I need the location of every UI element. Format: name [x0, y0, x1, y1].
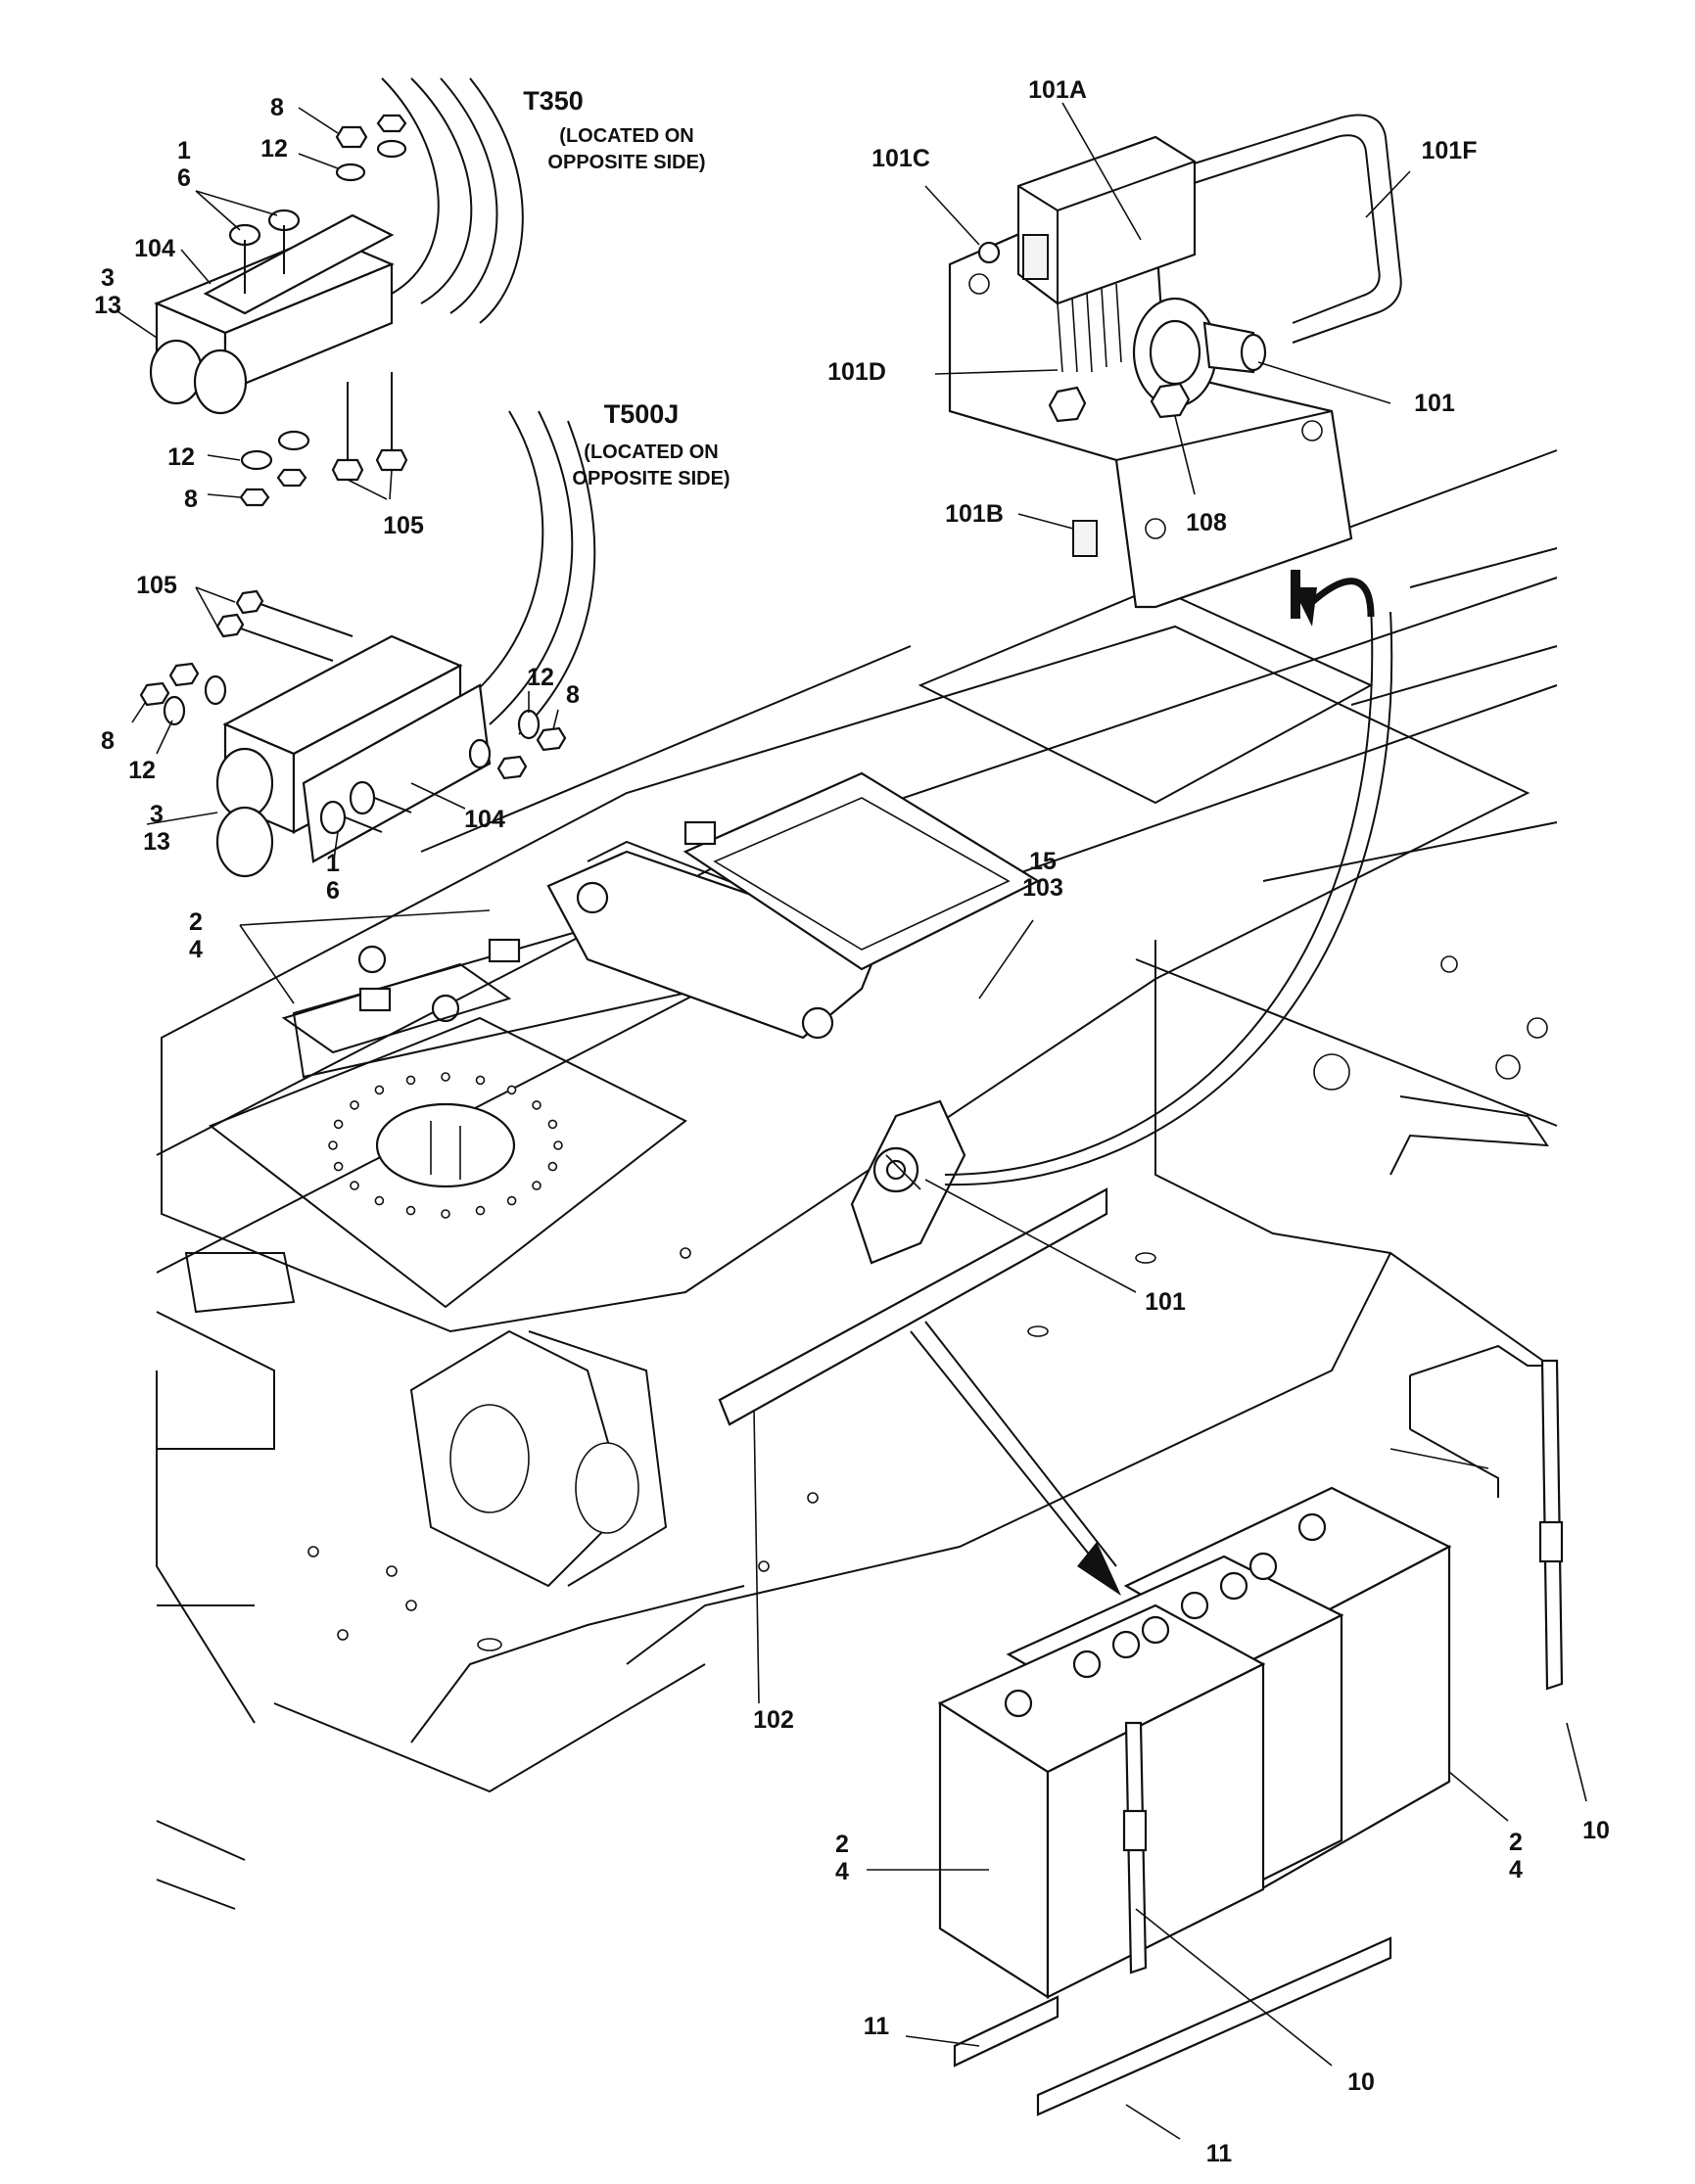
callout-3: 3 [150, 801, 164, 828]
chassis-frame [156, 449, 1558, 1910]
callout-8: 8 [566, 681, 580, 709]
callout-2: 2 [1509, 1829, 1523, 1856]
callout-101D: 101D [827, 358, 886, 386]
callout-1: 1 [177, 137, 191, 164]
callout-10: 10 [1582, 1817, 1610, 1844]
callout-13: 13 [94, 292, 121, 319]
callout-101C: 101C [871, 145, 930, 172]
callout-1: 1 [326, 850, 340, 877]
t350-assembly [117, 77, 524, 507]
turntable-hole [441, 1072, 450, 1082]
disconnect-switch-mount [850, 1099, 966, 1265]
callout-8: 8 [101, 727, 115, 755]
callout-2: 2 [189, 908, 203, 936]
callout-108: 108 [1186, 509, 1227, 536]
callout-4: 4 [835, 1858, 849, 1885]
bar-102 [718, 1187, 1108, 1426]
callout-101: 101 [1414, 390, 1455, 417]
callout-15: 15 [1029, 848, 1057, 875]
turntable-hole [532, 1181, 541, 1190]
t500j-note-1: (LOCATED ON [584, 441, 718, 463]
callout-3: 3 [101, 264, 115, 292]
turntable-hole [506, 1085, 517, 1095]
callout-4: 4 [189, 936, 203, 963]
turntable-hole [547, 1161, 558, 1172]
callout-13: 13 [143, 828, 170, 856]
battery-terminal [1219, 1571, 1248, 1601]
body-leaders [239, 909, 1137, 1704]
battery-terminal [1297, 1512, 1327, 1542]
t500j-title: T500J [604, 399, 680, 429]
callout-12: 12 [128, 757, 156, 784]
callout-104: 104 [134, 235, 175, 262]
sweep-arrow [944, 570, 1393, 1186]
callout-10: 10 [1347, 2068, 1375, 2096]
battery-terminal [1248, 1552, 1278, 1581]
turntable-hole [475, 1075, 486, 1086]
callout-12: 12 [167, 443, 195, 471]
disconnect-switch-detail [924, 102, 1411, 609]
turntable-hole [532, 1100, 541, 1110]
turntable-hole [374, 1085, 385, 1095]
turntable-hole [547, 1119, 558, 1130]
callout-105: 105 [136, 572, 177, 599]
t350-note-1: (LOCATED ON [559, 125, 693, 147]
t500j-assembly [131, 410, 596, 878]
battery-terminal [1141, 1615, 1170, 1645]
callout-12: 12 [527, 664, 554, 691]
callout-101A: 101A [1028, 76, 1087, 104]
callout-labels: T350 (LOCATED ON OPPOSITE SIDE) T500J (L… [94, 76, 1610, 2167]
callout-6: 6 [326, 877, 340, 905]
callout-101F: 101F [1422, 137, 1478, 164]
turntable-hole [405, 1075, 416, 1086]
callout-102: 102 [753, 1706, 794, 1734]
battery-arrow [910, 1321, 1121, 1596]
callout-6: 6 [177, 164, 191, 192]
battery-terminal [1111, 1630, 1141, 1659]
callout-11: 11 [864, 2013, 890, 2040]
turntable-plate [209, 1016, 687, 1309]
turntable-hole [328, 1140, 338, 1150]
callout-105: 105 [383, 512, 424, 539]
callout-8: 8 [184, 486, 198, 513]
upper-battery-tray [281, 771, 1041, 1054]
turntable-hole [333, 1119, 344, 1130]
t350-note-2: OPPOSITE SIDE) [547, 152, 705, 173]
callout-12: 12 [260, 135, 288, 163]
turntable-hole [405, 1205, 416, 1216]
callout-11: 11 [1206, 2140, 1233, 2167]
callout-8: 8 [270, 94, 284, 121]
battery-group [867, 1344, 1587, 2140]
turntable-hole [553, 1140, 563, 1150]
turntable-hole [374, 1195, 385, 1206]
turntable-hole [441, 1209, 450, 1219]
battery-terminal [1072, 1650, 1102, 1679]
battery-terminal [1004, 1689, 1033, 1718]
battery-terminal [1180, 1591, 1209, 1620]
t350-title: T350 [523, 86, 584, 116]
turntable-hole [350, 1181, 359, 1190]
turntable-hole [506, 1195, 517, 1206]
callout-2: 2 [835, 1831, 849, 1858]
callout-103: 103 [1022, 874, 1063, 902]
turntable-hole [333, 1161, 344, 1172]
callout-101: 101 [1145, 1288, 1186, 1316]
turntable-hole [350, 1100, 359, 1110]
callout-104: 104 [464, 806, 505, 833]
callout-4: 4 [1509, 1856, 1523, 1883]
turntable-hole [475, 1205, 486, 1216]
callout-101B: 101B [945, 500, 1004, 528]
t500j-note-2: OPPOSITE SIDE) [572, 468, 730, 489]
